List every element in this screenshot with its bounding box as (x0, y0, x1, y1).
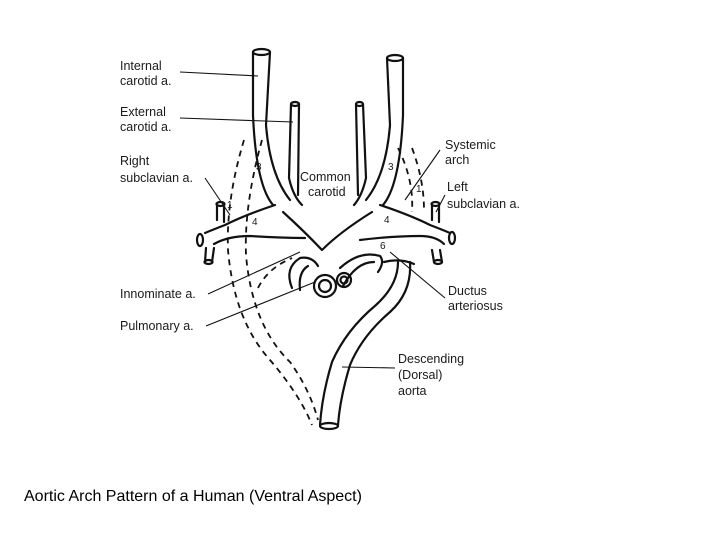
left-subclavian-label: Left subclavian a. (447, 180, 520, 211)
right-subclavian-label: Right subclavian a. (120, 154, 193, 185)
arch-number-left-3: 3 (388, 162, 394, 173)
vessel-drawing (195, 47, 457, 431)
innominate-label: Innominate a. (120, 287, 196, 301)
ductus-arteriosus-label: Ductus arteriosus (448, 284, 503, 313)
arch-number-right-1: 1 (227, 200, 233, 211)
arch-number-right-3: 3 (256, 162, 262, 173)
arch-number-left-1: 1 (416, 184, 422, 195)
pulmonary-label: Pulmonary a. (120, 319, 194, 333)
common-carotid-label: Common carotid (300, 170, 354, 199)
arch-number-left-4: 4 (384, 215, 390, 226)
descending-aorta-label: Descending (Dorsal) aorta (398, 352, 468, 398)
arch-number-right-4: 4 (252, 217, 258, 228)
leader-lines (179, 71, 446, 369)
arch-number-6: 6 (380, 241, 386, 252)
internal-carotid-label: Internal carotid a. (120, 59, 171, 88)
systemic-arch-label: Systemic arch (445, 138, 499, 167)
figure-caption: Aortic Arch Pattern of a Human (Ventral … (24, 488, 362, 505)
external-carotid-label: External carotid a. (120, 105, 171, 134)
